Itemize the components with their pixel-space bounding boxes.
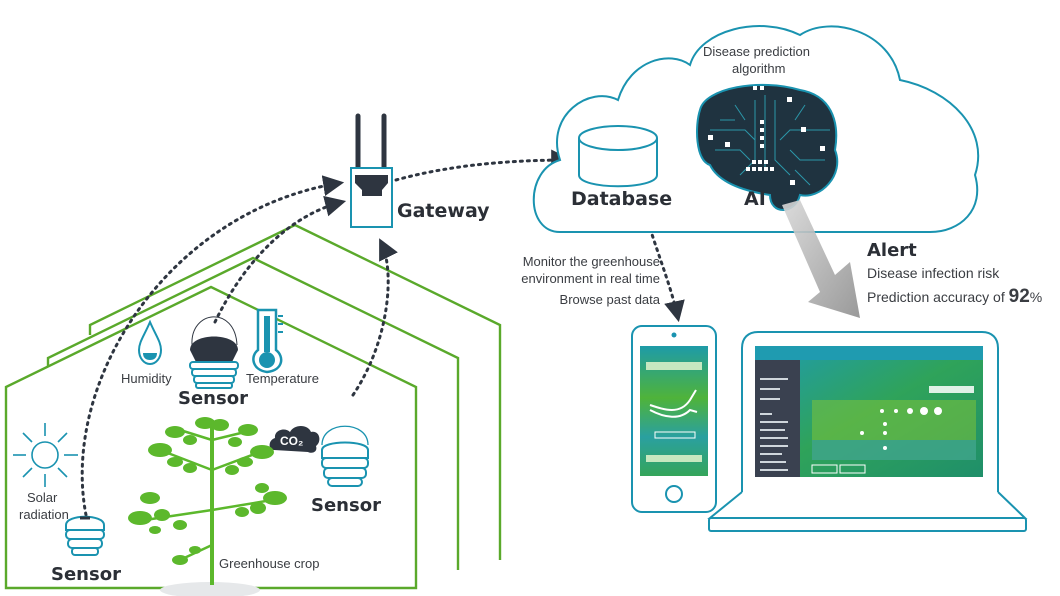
brain-icon <box>696 83 839 211</box>
gateway-icon <box>350 113 393 228</box>
ai-label: AI <box>744 188 766 210</box>
smartphone <box>631 325 717 513</box>
sensor-right-icon <box>321 425 369 487</box>
crop-label: Greenhouse crop <box>219 556 320 571</box>
temperature-icon <box>252 308 283 374</box>
solar-label-line2: radiation <box>19 507 69 522</box>
algorithm-label-line1: Disease prediction <box>703 44 810 59</box>
alert-arrow <box>782 200 860 318</box>
alert-value: 92 <box>1008 286 1030 307</box>
co2-cloud-icon <box>269 426 320 453</box>
solar-label-line1: Solar <box>27 490 58 505</box>
alert-unit: % <box>1029 289 1043 305</box>
monitor-label-line1: Monitor the greenhouse <box>522 254 660 269</box>
algorithm-label-line2: algorithm <box>732 61 786 76</box>
alert-line2: Prediction accuracy of 92% <box>867 286 1042 308</box>
sensor-top-label: Sensor <box>178 388 248 409</box>
sensor-left-icon <box>65 515 105 556</box>
alert-title: Alert <box>867 240 917 261</box>
database-label: Database <box>571 188 673 210</box>
humidity-label: Humidity <box>121 371 172 386</box>
monitor-label-line2: environment in real time <box>521 271 660 286</box>
alert-line1: Disease infection risk <box>867 265 1000 281</box>
temperature-label: Temperature <box>246 371 319 386</box>
sun-icon <box>13 423 78 487</box>
co2-label: CO₂ <box>280 434 304 448</box>
alert-prefix: Prediction accuracy of <box>867 289 1005 305</box>
gateway-label: Gateway <box>397 200 490 222</box>
sensor-top-icon <box>189 316 239 389</box>
sensor-right-label: Sensor <box>311 495 381 516</box>
humidity-icon <box>137 319 163 366</box>
database-icon <box>578 125 658 188</box>
laptop <box>707 331 1028 532</box>
browse-label: Browse past data <box>559 292 660 307</box>
sensor-left-label: Sensor <box>51 564 121 585</box>
plant-icon <box>128 417 287 596</box>
